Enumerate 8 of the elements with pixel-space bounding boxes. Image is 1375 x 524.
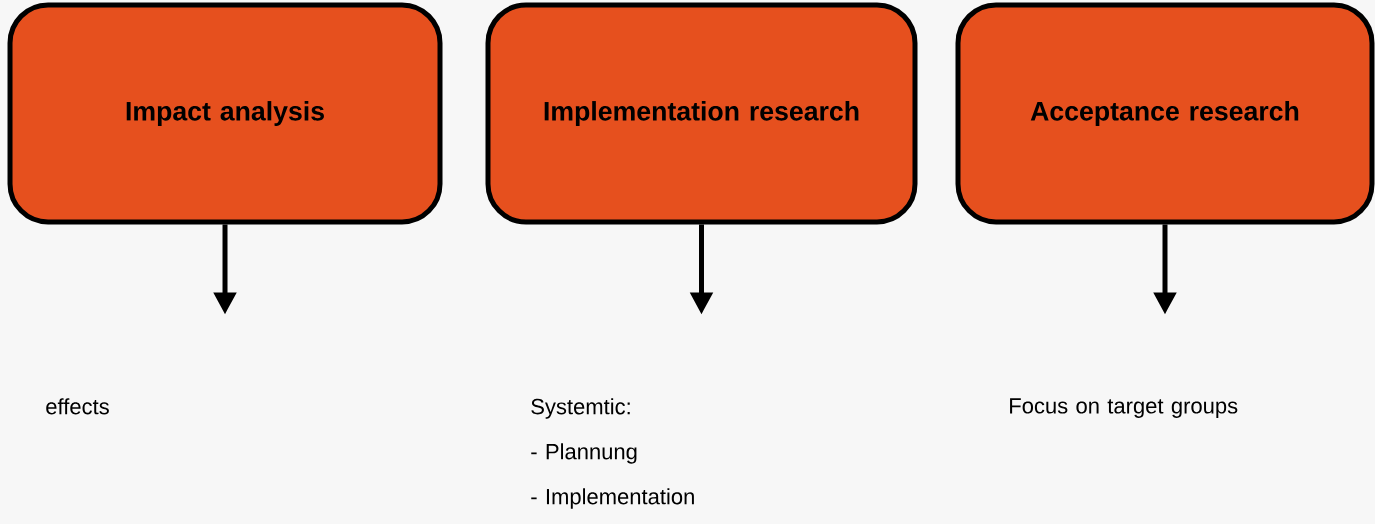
process-box: Implementation research [485,2,918,225]
note-text: - Implementation [531,488,694,509]
note-text: - Plannung [531,443,637,464]
note-text: Systemtic: [531,398,630,419]
note-text: Focus on target groups [1010,398,1238,418]
note-text: effects [46,398,109,415]
process-box: Impact analysis [7,2,443,225]
process-box: Acceptance research [955,2,1375,225]
